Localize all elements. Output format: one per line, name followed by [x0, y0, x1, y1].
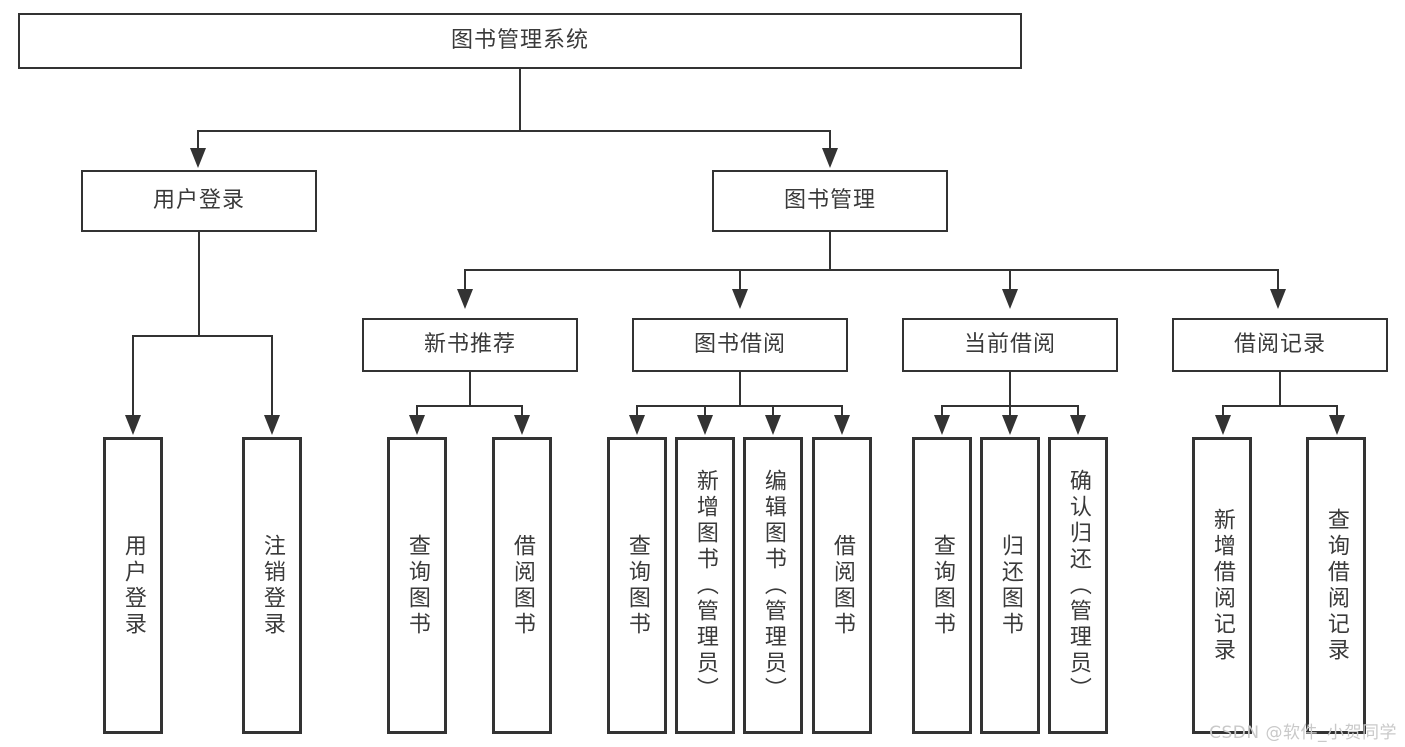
- node-new-book-recommend[interactable]: 新书推荐: [362, 318, 578, 372]
- connector-br-stem: [1279, 372, 1281, 407]
- leaf-add-book[interactable]: 新增图书（管理员）: [675, 437, 735, 734]
- node-label: 借阅图书: [509, 533, 535, 638]
- connector-bm-drop-1: [464, 269, 466, 291]
- arrowhead-leaf-query-book-1: [409, 415, 425, 435]
- node-label: 图书管理系统: [450, 28, 589, 54]
- leaf-logout-login[interactable]: 注销登录: [242, 437, 302, 734]
- leaf-user-login[interactable]: 用户登录: [103, 437, 163, 734]
- connector-bm-drop-2: [739, 269, 741, 291]
- node-label: 查询图书: [624, 533, 650, 638]
- node-book-management[interactable]: 图书管理: [712, 170, 948, 232]
- node-book-borrow[interactable]: 图书借阅: [632, 318, 848, 372]
- connector-nbr-drop-2: [521, 405, 523, 417]
- leaf-edit-book[interactable]: 编辑图书（管理员）: [743, 437, 803, 734]
- leaf-query-borrow-record[interactable]: 查询借阅记录: [1306, 437, 1366, 734]
- node-label: 新增图书（管理员）: [692, 468, 718, 703]
- connector-user-login-drop-2: [271, 335, 273, 417]
- connector-nbr-drop-1: [416, 405, 418, 417]
- connector-user-login-bus: [133, 335, 273, 337]
- leaf-return-book[interactable]: 归还图书: [980, 437, 1040, 734]
- node-label: 图书借阅: [693, 332, 786, 358]
- connector-cb-stem: [1009, 372, 1011, 407]
- node-label: 用户登录: [152, 188, 245, 214]
- arrowhead-leaf-borrow-book-1: [514, 415, 530, 435]
- connector-book-management-bus: [465, 269, 1279, 271]
- arrowhead-leaf-edit-book: [765, 415, 781, 435]
- node-label: 编辑图书（管理员）: [760, 468, 786, 703]
- arrowhead-leaf-query-book-3: [934, 415, 950, 435]
- connector-bb-bus: [637, 405, 843, 407]
- node-label: 借阅图书: [829, 533, 855, 638]
- connector-br-drop-2: [1336, 405, 1338, 417]
- connector-bb-drop-1: [636, 405, 638, 417]
- connector-root-to-book-management: [829, 130, 831, 150]
- node-label: 归还图书: [997, 533, 1023, 638]
- arrowhead-leaf-query-book-2: [629, 415, 645, 435]
- arrowhead-leaf-return-book: [1002, 415, 1018, 435]
- arrowhead-leaf-confirm-return: [1070, 415, 1086, 435]
- connector-user-login-stem: [198, 232, 200, 336]
- connector-br-drop-1: [1222, 405, 1224, 417]
- leaf-query-book-recommend[interactable]: 查询图书: [387, 437, 447, 734]
- connector-bb-drop-2: [704, 405, 706, 417]
- node-label: 当前借阅: [963, 332, 1056, 358]
- connector-cb-drop-3: [1077, 405, 1079, 417]
- arrowhead-leaf-query-record: [1329, 415, 1345, 435]
- arrowhead-current-borrow: [1002, 289, 1018, 309]
- node-label: 图书管理: [783, 188, 876, 214]
- node-user-login[interactable]: 用户登录: [81, 170, 317, 232]
- arrowhead-book-management: [822, 148, 838, 168]
- connector-root-stem: [519, 69, 521, 131]
- leaf-confirm-return[interactable]: 确认归还（管理员）: [1048, 437, 1108, 734]
- leaf-borrow-book-recommend[interactable]: 借阅图书: [492, 437, 552, 734]
- arrowhead-new-book-recommend: [457, 289, 473, 309]
- node-borrow-record[interactable]: 借阅记录: [1172, 318, 1388, 372]
- arrowhead-leaf-borrow-book-2: [834, 415, 850, 435]
- leaf-borrow-book[interactable]: 借阅图书: [812, 437, 872, 734]
- connector-bm-drop-4: [1277, 269, 1279, 291]
- connector-bm-drop-3: [1009, 269, 1011, 291]
- node-label: 借阅记录: [1233, 332, 1326, 358]
- leaf-add-borrow-record[interactable]: 新增借阅记录: [1192, 437, 1252, 734]
- node-label: 新增借阅记录: [1209, 507, 1235, 664]
- connector-bb-stem: [739, 372, 741, 407]
- connector-root-bus: [198, 130, 831, 132]
- connector-cb-drop-1: [941, 405, 943, 417]
- arrowhead-leaf-user-login: [125, 415, 141, 435]
- arrowhead-leaf-add-book: [697, 415, 713, 435]
- connector-nbr-stem: [469, 372, 471, 407]
- connector-user-login-drop-1: [132, 335, 134, 417]
- connector-cb-drop-2: [1009, 405, 1011, 417]
- node-label: 查询图书: [404, 533, 430, 638]
- arrowhead-user-login: [190, 148, 206, 168]
- arrowhead-leaf-logout-login: [264, 415, 280, 435]
- arrowhead-borrow-record: [1270, 289, 1286, 309]
- node-root-system[interactable]: 图书管理系统: [18, 13, 1022, 69]
- node-label: 新书推荐: [423, 332, 516, 358]
- connector-bb-drop-4: [841, 405, 843, 417]
- node-label: 注销登录: [259, 533, 285, 638]
- node-current-borrow[interactable]: 当前借阅: [902, 318, 1118, 372]
- arrowhead-leaf-add-record: [1215, 415, 1231, 435]
- arrowhead-book-borrow: [732, 289, 748, 309]
- node-label: 查询借阅记录: [1323, 507, 1349, 664]
- connector-bb-drop-3: [772, 405, 774, 417]
- node-label: 查询图书: [929, 533, 955, 638]
- connector-nbr-bus: [417, 405, 522, 407]
- connector-root-to-user-login: [197, 130, 199, 150]
- connector-br-bus: [1223, 405, 1337, 407]
- leaf-query-book-current[interactable]: 查询图书: [912, 437, 972, 734]
- connector-book-management-stem: [829, 232, 831, 270]
- leaf-query-book-borrow[interactable]: 查询图书: [607, 437, 667, 734]
- node-label: 确认归还（管理员）: [1065, 468, 1091, 703]
- node-label: 用户登录: [120, 533, 146, 638]
